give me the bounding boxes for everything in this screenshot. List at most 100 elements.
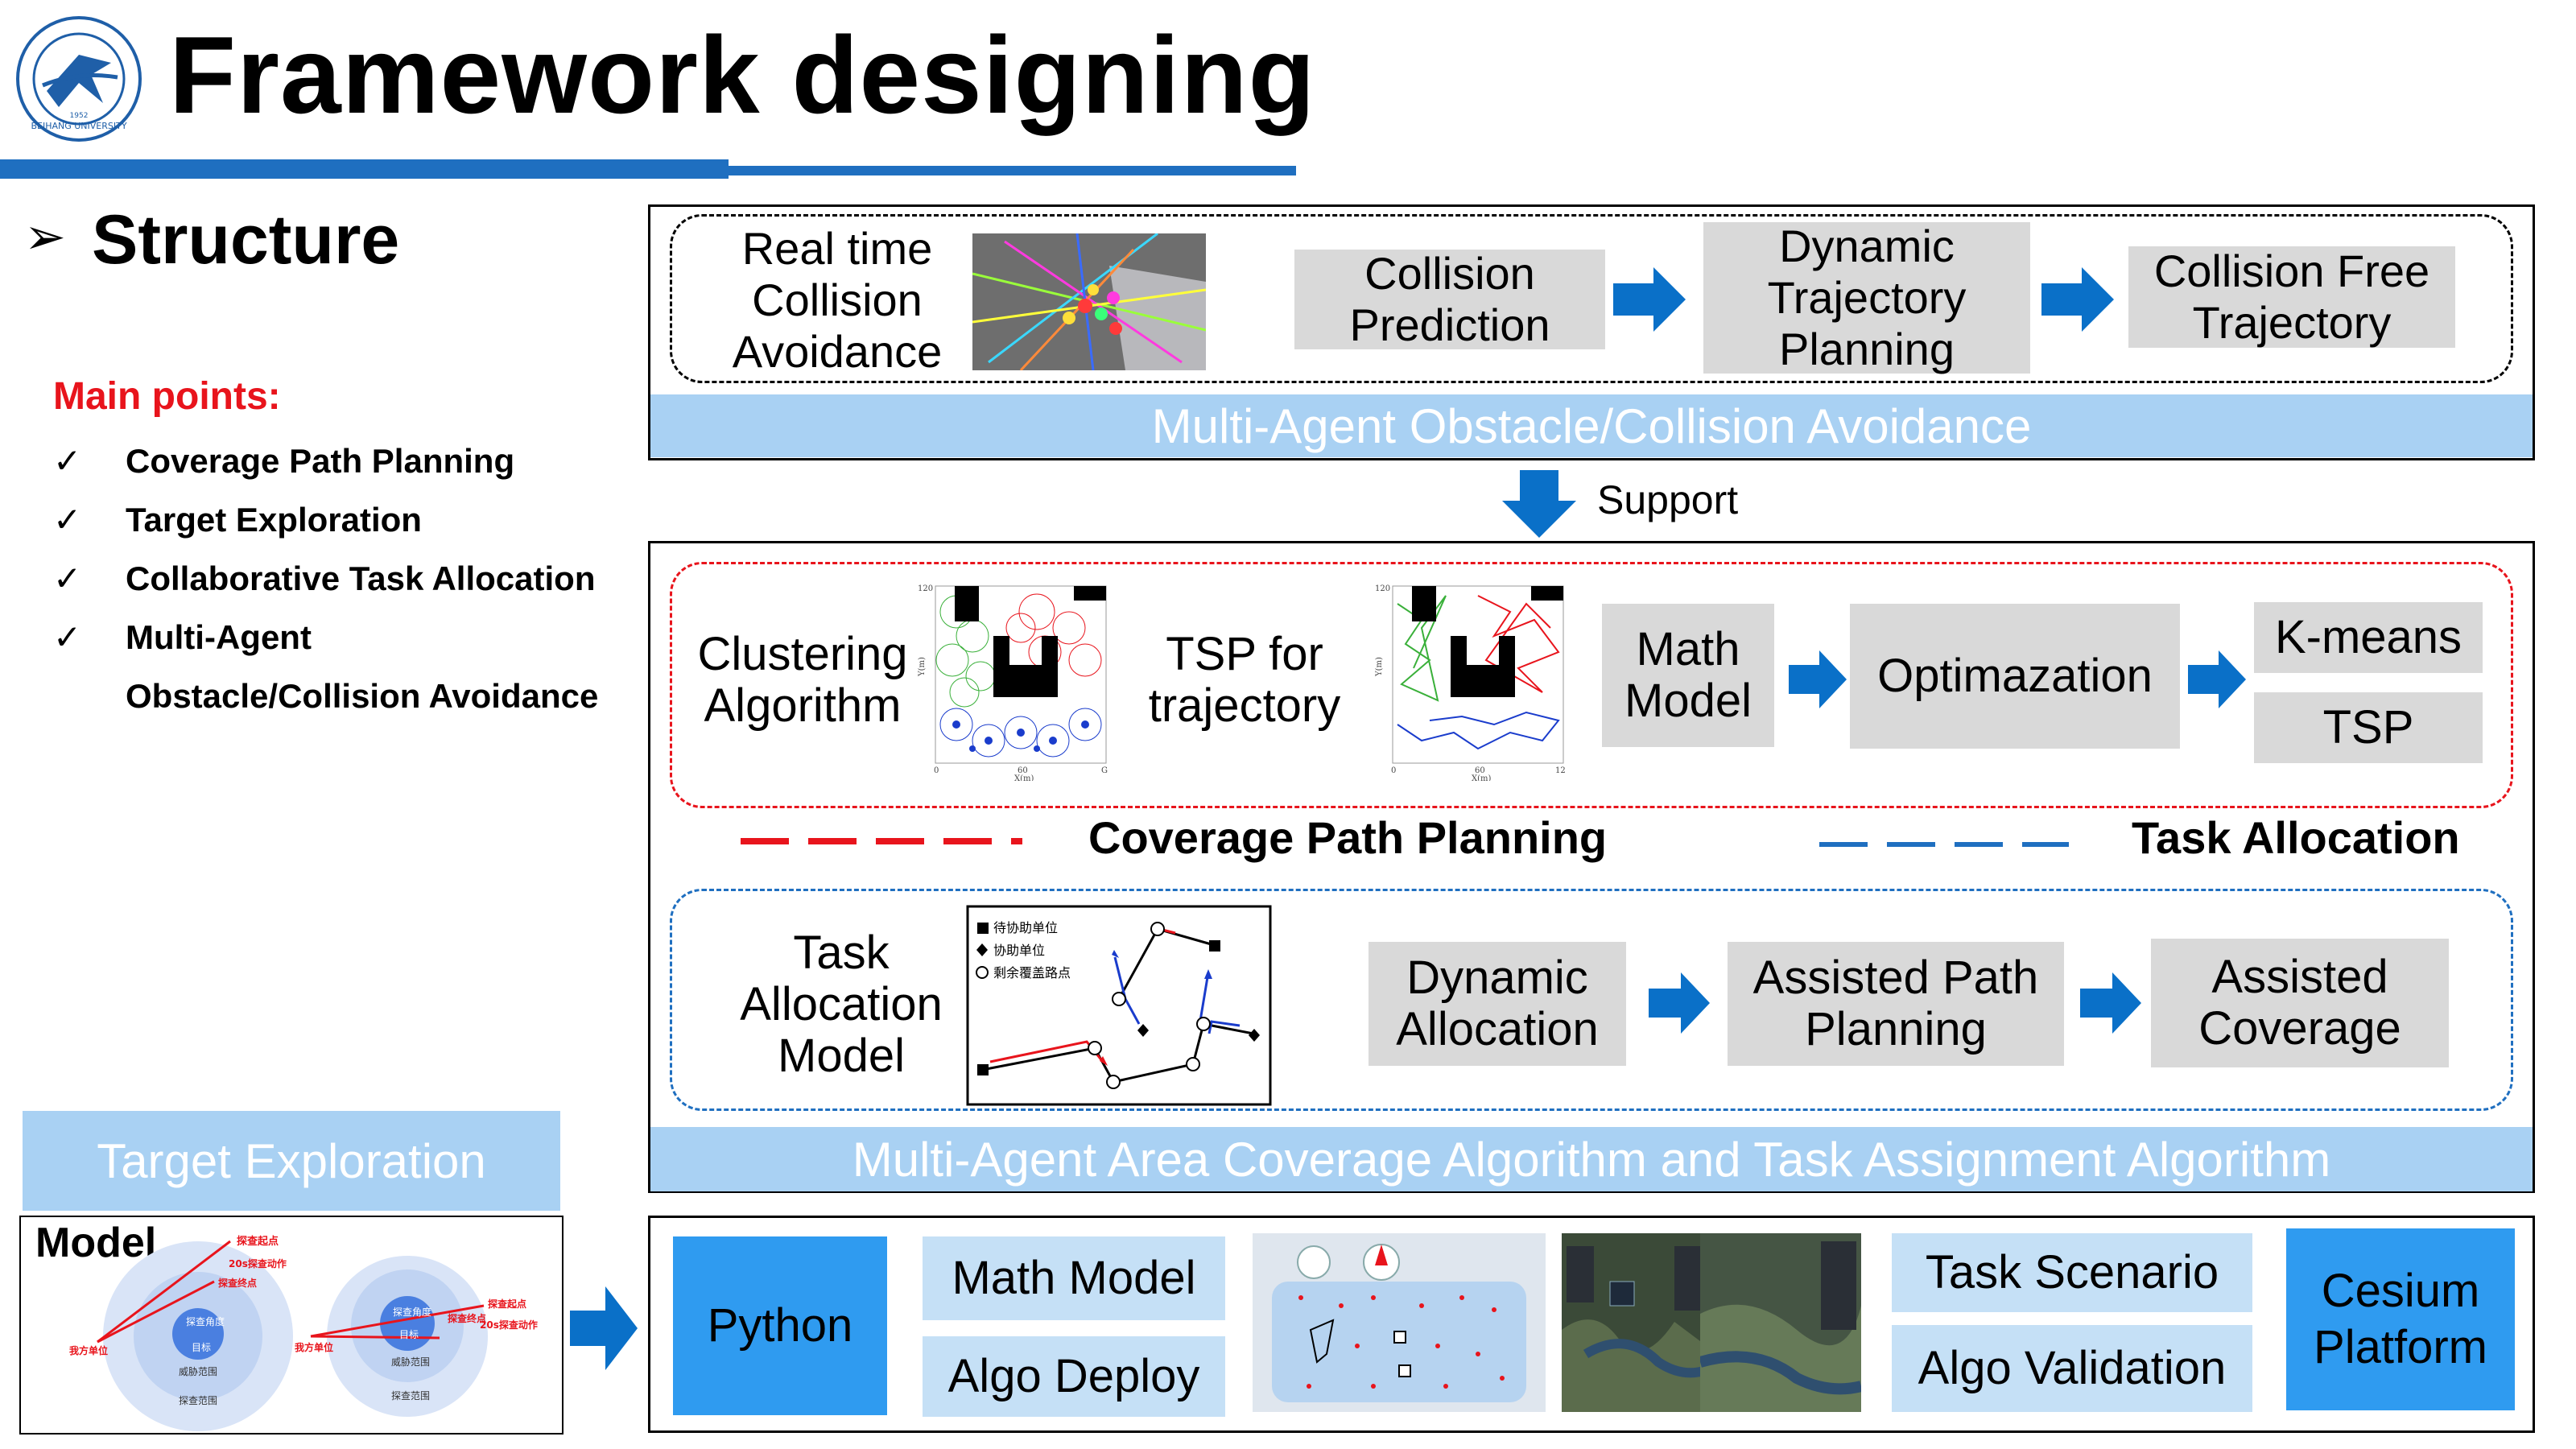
right-arrow-icon: [2041, 267, 2114, 332]
right-arrow-icon: [1649, 972, 1710, 1034]
check-icon: ✓: [53, 618, 82, 656]
tsp-plot: 120 Y(m) 0 60 X(m) 12: [1375, 584, 1566, 781]
main-point-item: ✓Collaborative Task Allocation: [53, 556, 595, 601]
algo-validation-box: Algo Validation: [1892, 1325, 2252, 1412]
svg-text:探查起点: 探查起点: [488, 1298, 526, 1310]
task-allocation-model-label: Task Allocation Model: [740, 927, 943, 1082]
collision-simulation-image: [972, 233, 1206, 370]
svg-text:12: 12: [1555, 766, 1566, 775]
right-arrow-icon: [1613, 267, 1686, 332]
realtime-collision-label: Real time Collision Avoidance: [732, 223, 943, 377]
assisted-coverage-box: Assisted Coverage: [2151, 939, 2449, 1067]
university-logo: BEIHANG UNIVERSITY 1952: [14, 14, 143, 143]
target-exploration-band: Target Exploration: [23, 1111, 560, 1211]
coverage-dashed-group: [670, 562, 2513, 808]
scenario-screenshot: [1253, 1233, 1546, 1412]
svg-text:BEIHANG UNIVERSITY: BEIHANG UNIVERSITY: [31, 121, 126, 131]
task-legend-line: [1819, 842, 2069, 847]
svg-text:0: 0: [934, 766, 939, 775]
tsp-box: TSP: [2254, 692, 2483, 763]
clustering-plot: 120 Y(m) 0 60 X(m) G: [918, 584, 1108, 781]
right-arrow-icon: [2188, 650, 2246, 708]
coverage-task-panel: [648, 541, 2535, 1193]
title-underline-thick: [0, 159, 729, 179]
kmeans-box: K-means: [2254, 602, 2483, 673]
right-arrow-icon: [570, 1286, 638, 1370]
collision-avoidance-panel: [648, 204, 2535, 460]
math-model-box: Math Model: [1602, 604, 1774, 747]
svg-text:探查角度: 探查角度: [393, 1306, 431, 1318]
check-icon: ✓: [53, 559, 82, 597]
support-label: Support: [1597, 477, 1739, 522]
svg-text:20s探查动作: 20s探查动作: [480, 1319, 538, 1331]
svg-text:探查范围: 探查范围: [391, 1390, 430, 1402]
optimization-box: Optimazation: [1850, 604, 2180, 749]
platform-panel: [648, 1216, 2535, 1433]
task-allocation-diagram: 待协助单位 协助单位 剩余覆盖路点: [966, 905, 1272, 1106]
main-point-item: ✓Target Exploration: [53, 497, 422, 543]
svg-text:X(m): X(m): [1014, 774, 1034, 781]
dynamic-trajectory-planning-box: Dynamic Trajectory Planning: [1703, 221, 2030, 374]
page-title: Framework designing: [169, 14, 1316, 136]
cesium-platform-box: Cesium Platform: [2286, 1228, 2515, 1410]
svg-text:我方单位: 我方单位: [295, 1341, 333, 1353]
svg-text:探查范围: 探查范围: [179, 1395, 217, 1406]
collision-avoidance-band: Multi-Agent Obstacle/Collision Avoidance: [650, 394, 2533, 457]
svg-text:协助单位: 协助单位: [993, 943, 1045, 958]
svg-text:威胁范围: 威胁范围: [179, 1365, 217, 1377]
svg-text:0: 0: [1391, 766, 1396, 775]
cesium-map-screenshot: [1562, 1233, 1707, 1412]
structure-heading: ➢Structure: [24, 201, 400, 279]
svg-text:Y(m): Y(m): [918, 657, 927, 677]
collision-free-trajectory-box: Collision Free Trajectory: [2128, 246, 2455, 348]
svg-text:60: 60: [1018, 766, 1028, 775]
svg-text:1952: 1952: [70, 112, 89, 120]
svg-text:120: 120: [918, 584, 933, 593]
title-underline-thin: [729, 166, 1296, 175]
svg-text:待协助单位: 待协助单位: [993, 920, 1058, 935]
svg-text:Y(m): Y(m): [1375, 657, 1384, 677]
main-point-item: ✓Multi-Agent: [53, 615, 312, 660]
task-scenario-box: Task Scenario: [1892, 1233, 2252, 1312]
svg-text:我方单位: 我方单位: [69, 1344, 108, 1356]
right-arrow-icon: [1789, 650, 1847, 708]
check-icon: ✓: [53, 442, 82, 480]
right-arrow-icon: [2080, 972, 2141, 1034]
svg-text:探查终点: 探查终点: [448, 1312, 486, 1324]
dynamic-allocation-box: Dynamic Allocation: [1368, 942, 1626, 1066]
svg-text:剩余覆盖路点: 剩余覆盖路点: [993, 965, 1071, 980]
svg-text:威胁范围: 威胁范围: [391, 1356, 430, 1368]
arrow-bullet-icon: ➢: [24, 209, 66, 265]
algo-deploy-box: Algo Deploy: [923, 1336, 1225, 1417]
main-point-item-continued: Obstacle/Collision Avoidance: [126, 677, 599, 715]
cesium-map-screenshot-right: [1700, 1233, 1861, 1412]
clustering-label: Clustering Algorithm: [697, 628, 908, 732]
svg-text:X(m): X(m): [1472, 774, 1492, 781]
collision-dashed-group: [670, 214, 2513, 383]
svg-text:目标: 目标: [399, 1329, 419, 1340]
main-points-title: Main points:: [53, 375, 281, 418]
coverage-task-band: Multi-Agent Area Coverage Algorithm and …: [650, 1127, 2533, 1191]
main-point-item: ✓Coverage Path Planning: [53, 439, 514, 484]
collision-prediction-box: Collision Prediction: [1294, 248, 1605, 350]
task-dashed-group: [670, 889, 2513, 1111]
svg-text:探查起点: 探查起点: [237, 1235, 279, 1248]
down-arrow-icon: [1502, 470, 1576, 538]
task-legend-label: Task Allocation: [2132, 812, 2460, 863]
svg-text:目标: 目标: [192, 1342, 211, 1353]
model-box: Model 探查起点 20s探查动作 探查终点 我方单位 探查角度 目标 威胁范…: [19, 1216, 564, 1435]
math-model-platform-box: Math Model: [923, 1236, 1225, 1320]
tsp-label: TSP for trajectory: [1148, 628, 1341, 732]
python-box: Python: [673, 1236, 887, 1415]
coverage-legend-line: [741, 838, 1022, 844]
model-title: Model: [35, 1220, 157, 1266]
svg-text:120: 120: [1375, 584, 1390, 593]
model-diagram: 探查起点 20s探查动作 探查终点 我方单位 探查角度 目标 威胁范围 探查范围…: [69, 1235, 538, 1431]
svg-text:探查终点: 探查终点: [218, 1277, 257, 1289]
assisted-path-planning-box: Assisted Path Planning: [1728, 942, 2064, 1066]
coverage-legend-label: Coverage Path Planning: [1088, 812, 1608, 863]
svg-text:探查角度: 探查角度: [186, 1315, 225, 1327]
svg-text:20s探查动作: 20s探查动作: [229, 1257, 287, 1269]
check-icon: ✓: [53, 501, 82, 539]
svg-text:60: 60: [1475, 766, 1485, 775]
